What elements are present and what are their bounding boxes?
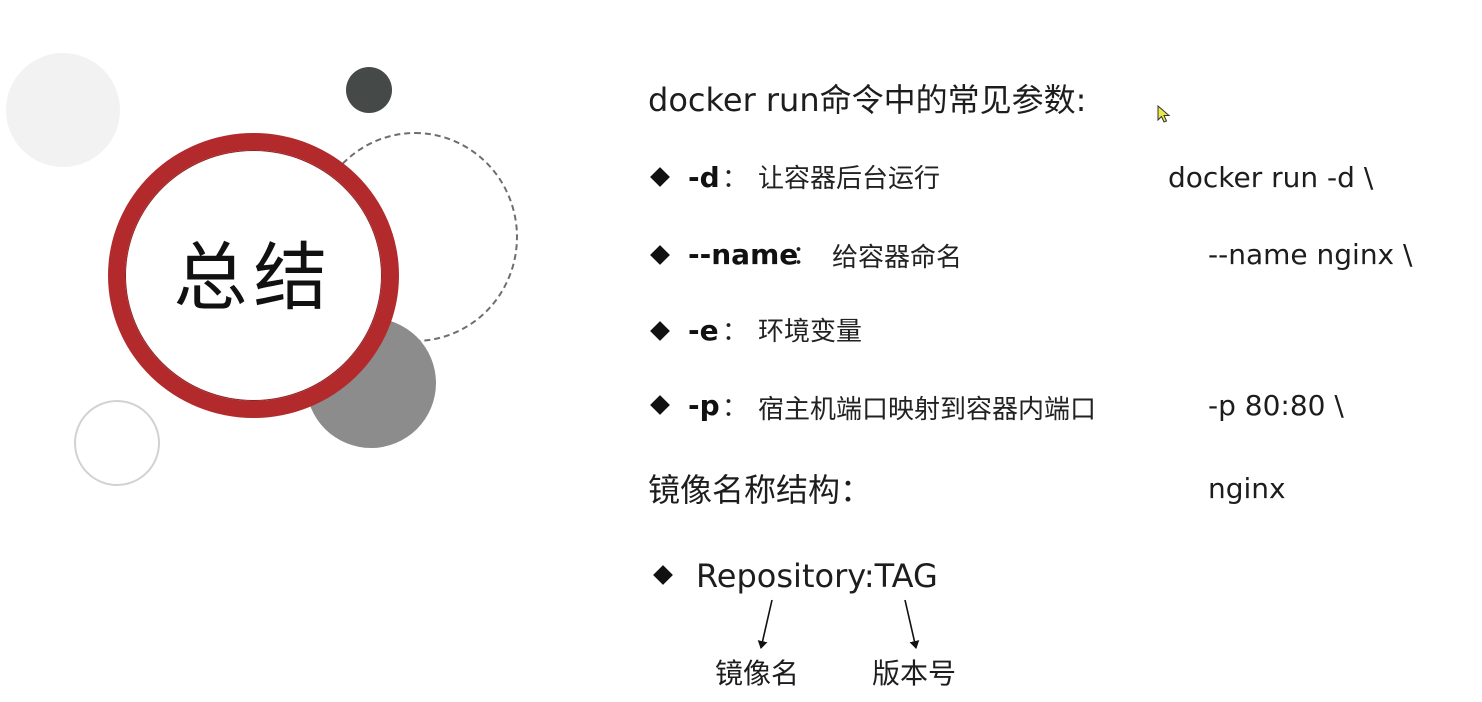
param-flag-name: --name — [688, 238, 799, 271]
tag-label: 版本号 — [872, 657, 957, 690]
repo-label: 镜像名 — [715, 657, 800, 690]
cmd-line-run: docker run -d \ — [1168, 161, 1374, 194]
param-desc-name: 给容器命名 — [832, 243, 963, 273]
decor-circle-light — [6, 53, 120, 167]
decor-circle-outline — [74, 400, 160, 486]
summary-title: 总结 — [173, 235, 334, 321]
repo-tag-text: Repository:TAG — [696, 557, 938, 595]
param-flag-p: -p — [688, 389, 720, 422]
param-colon: ： — [722, 393, 749, 423]
param-colon: ： — [792, 241, 819, 271]
image-name-heading: 镜像名称结构： — [648, 471, 873, 509]
param-desc-p: 宿主机端口映射到容器内端口 — [758, 395, 1097, 425]
pointer-cursor-icon — [1157, 105, 1171, 123]
decor-circle-dark — [346, 67, 392, 113]
param-colon: ： — [722, 164, 749, 194]
arrow-to-tag-label — [904, 599, 920, 649]
cmd-line-name: --name nginx \ — [1208, 238, 1413, 271]
cmd-line-port: -p 80:80 \ — [1208, 389, 1344, 422]
param-desc-d: 让容器后台运行 — [758, 164, 941, 194]
param-flag-e: -e — [688, 314, 719, 347]
cmd-line-image: nginx — [1208, 472, 1286, 505]
param-colon: ： — [722, 317, 749, 347]
arrow-to-repo-label — [757, 599, 773, 649]
param-desc-e: 环境变量 — [758, 317, 863, 347]
params-heading: docker run命令中的常见参数: — [648, 81, 1087, 119]
param-flag-d: -d — [688, 161, 720, 194]
